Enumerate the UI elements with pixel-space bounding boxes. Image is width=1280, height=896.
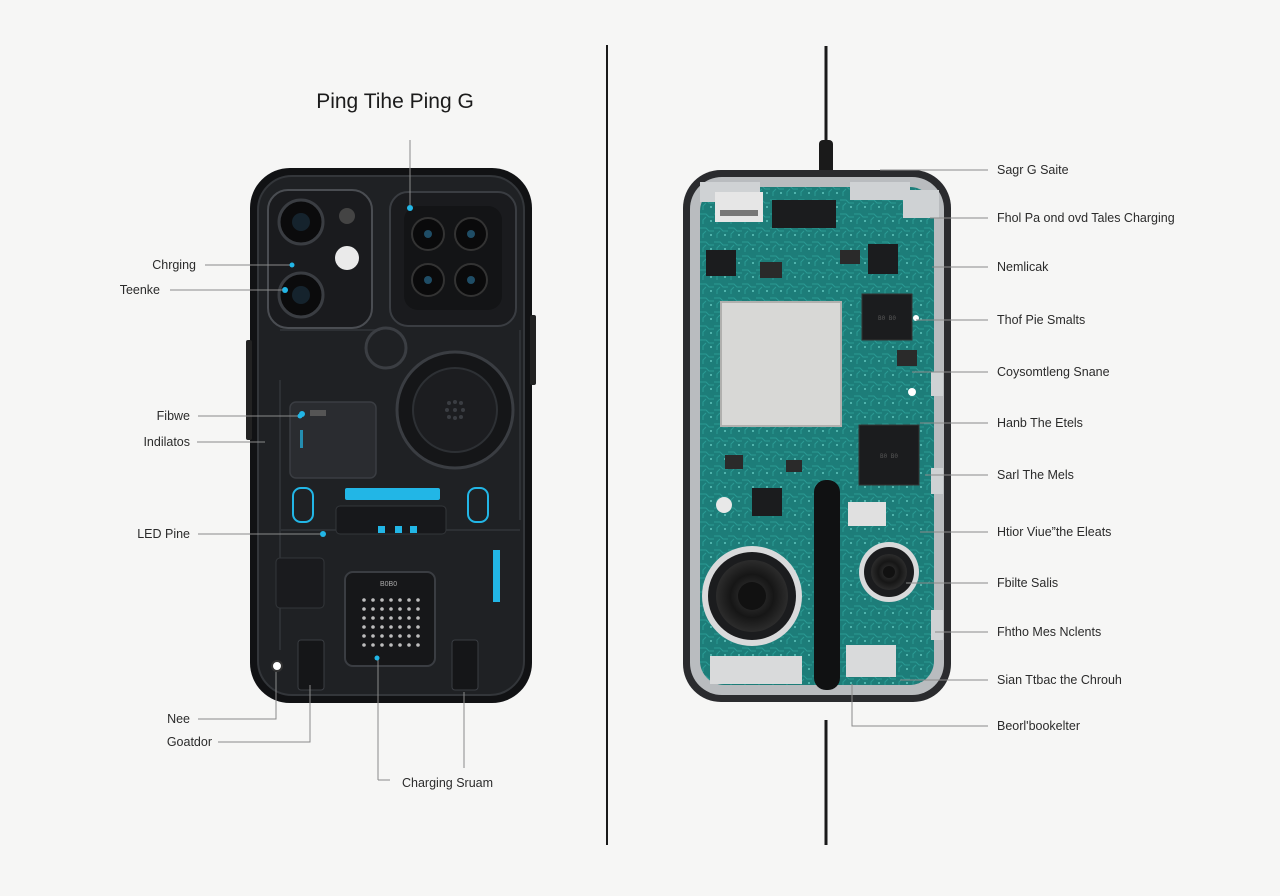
grill-hole	[371, 634, 375, 638]
grill-hole	[398, 643, 402, 647]
label-hanb-the-etels: Hanb The Etels	[997, 416, 1083, 430]
label-thof-pie-smalts: Thof Pie Smalts	[997, 313, 1085, 327]
memory-chip: B0 B0	[859, 425, 919, 485]
grill-hole	[362, 607, 366, 611]
connector-pad	[276, 558, 324, 608]
grill-hole	[398, 616, 402, 620]
grill-hole	[389, 607, 393, 611]
screw-icon	[272, 661, 282, 671]
round-speaker	[397, 352, 513, 468]
grill-hole	[407, 634, 411, 638]
grill-hole	[362, 643, 366, 647]
right-phone-internals: B0 B0 B0 B0	[683, 46, 951, 845]
diagram-title: Ping Tihe Ping G	[280, 90, 510, 114]
grill-hole	[371, 616, 375, 620]
grill-hole	[416, 643, 420, 647]
speaker-left	[702, 546, 802, 646]
grill-hole	[362, 598, 366, 602]
ribbon-cable	[814, 480, 840, 690]
grill-hole	[389, 643, 393, 647]
flash-icon	[335, 246, 359, 270]
grill-hole	[398, 607, 402, 611]
grill-hole	[398, 634, 402, 638]
side-button	[530, 315, 536, 385]
label-nee: Nee	[120, 712, 190, 726]
grill-hole	[371, 643, 375, 647]
quad-camera	[390, 192, 516, 326]
grill-hole	[371, 598, 375, 602]
label-fhtho-mes: Fhtho Mes Nclents	[997, 625, 1101, 639]
label-fibwe: Fibwe	[110, 409, 190, 423]
label-sian-ttbac: Sian Ttbac the Chrouh	[997, 673, 1122, 687]
grill-hole	[389, 634, 393, 638]
grill-hole	[371, 625, 375, 629]
label-indilatos: Indilatos	[100, 435, 190, 449]
grill-hole	[380, 607, 384, 611]
grill-hole	[407, 625, 411, 629]
shield-can	[721, 302, 841, 426]
grill-hole	[389, 598, 393, 602]
grill-hole	[407, 643, 411, 647]
processor-chip: B0 B0	[862, 294, 912, 340]
grill-hole	[416, 625, 420, 629]
sim-tray	[715, 192, 763, 222]
bottom-foot	[452, 640, 478, 690]
left-phone-back	[246, 168, 536, 703]
label-led-pine: LED Pine	[100, 527, 190, 541]
label-coysomtleng-snane: Coysomtleng Snane	[997, 365, 1110, 379]
grill-hole	[362, 625, 366, 629]
speaker-mark: B0B0	[380, 578, 397, 592]
grill-hole	[398, 625, 402, 629]
grill-hole	[380, 616, 384, 620]
grill-hole	[416, 616, 420, 620]
grill-hole	[407, 616, 411, 620]
svg-text:B0 B0: B0 B0	[880, 453, 898, 460]
label-htior-viue: Htior Viue”the Eleats	[997, 525, 1111, 539]
grill-hole	[389, 616, 393, 620]
grill-hole	[407, 598, 411, 602]
grill-hole	[416, 634, 420, 638]
indicator-chip	[290, 402, 376, 478]
grill-hole	[398, 598, 402, 602]
grill-hole	[416, 598, 420, 602]
grill-hole	[416, 607, 420, 611]
camera-module	[268, 190, 372, 328]
label-sage-g-saite: Sagr G Saite	[997, 163, 1069, 177]
bottom-foot	[298, 640, 324, 690]
grill-hole	[371, 607, 375, 611]
label-sarl-the-mels: Sarl The Mels	[997, 468, 1074, 482]
grill-hole	[389, 625, 393, 629]
label-fbilte-salis: Fbilte Salis	[997, 576, 1058, 590]
label-charging: Chrging	[108, 258, 196, 272]
label-charging-sruam: Charging Sruam	[402, 776, 493, 790]
grill-hole	[380, 598, 384, 602]
side-button	[246, 340, 252, 440]
grill-hole	[380, 643, 384, 647]
label-fhol-pa: Fhol Pa ond ovd Tales Charging	[997, 211, 1175, 225]
grill-hole	[407, 607, 411, 611]
label-teenke: Teenke	[90, 283, 160, 297]
label-nemlicak: Nemlicak	[997, 260, 1048, 274]
label-bearbookelter: Beorl'bookelter	[997, 719, 1080, 733]
label-goatdor: Goatdor	[130, 735, 212, 749]
grill-hole	[380, 625, 384, 629]
grill-hole	[380, 634, 384, 638]
battery-indicator	[493, 550, 500, 602]
grill-hole	[362, 616, 366, 620]
grill-hole	[362, 634, 366, 638]
speaker-right	[859, 542, 919, 602]
svg-text:B0 B0: B0 B0	[878, 315, 896, 322]
